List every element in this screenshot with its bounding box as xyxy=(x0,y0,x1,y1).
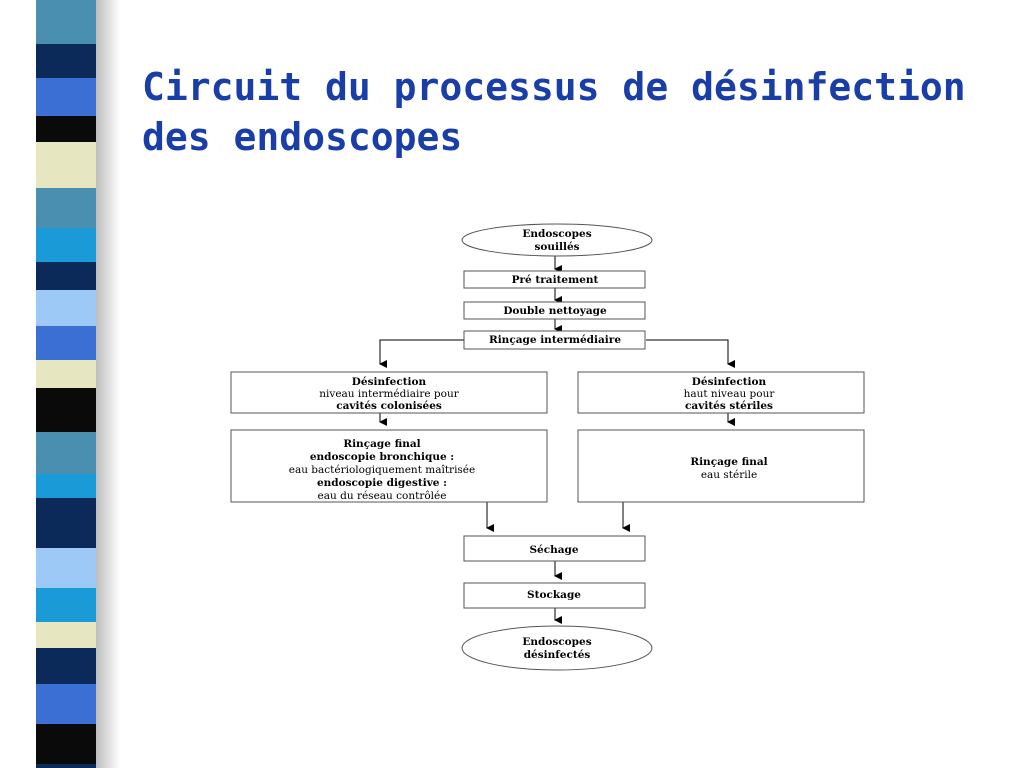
node-intermediate-rinse-label: Rinçage intermédiaire xyxy=(489,334,621,346)
stripe-segment xyxy=(36,648,96,684)
node-start-line-2: souillés xyxy=(534,241,579,253)
stripe-segment xyxy=(36,548,96,588)
node-drying: Séchage xyxy=(463,535,646,562)
node-disinfection-high-line-2: haut niveau pour xyxy=(684,388,776,400)
node-end-line-1: Endoscopes xyxy=(522,636,591,648)
stripe-segment xyxy=(36,388,96,432)
slide-title: Circuit du processus de désinfection des… xyxy=(142,62,982,162)
decorative-stripe-bar xyxy=(36,0,120,768)
node-final-rinse-right-line-1: Rinçage final xyxy=(690,456,767,468)
connectors xyxy=(379,256,735,624)
node-intermediate-rinse: Rinçage intermédiaire xyxy=(463,330,646,350)
node-final-rinse-left-line-4: endoscopie digestive : xyxy=(317,477,447,489)
stripe-segment xyxy=(36,326,96,360)
branch-left xyxy=(379,339,465,368)
stripe-segment xyxy=(36,290,96,326)
node-storage-label: Stockage xyxy=(527,589,581,601)
node-end: Endoscopes désinfectés xyxy=(461,625,653,671)
branch-right xyxy=(646,339,735,368)
node-final-rinse-left: Rinçage final endoscopie bronchique : ea… xyxy=(230,429,548,503)
stripe-segment xyxy=(36,684,96,724)
stripe-segment xyxy=(36,724,96,764)
node-storage: Stockage xyxy=(463,582,646,609)
node-start: Endoscopes souillés xyxy=(461,223,653,257)
slide-title-line-1: Circuit du processus de désinfection xyxy=(142,65,966,109)
node-disinfection-high-line-1: Désinfection xyxy=(692,376,767,388)
node-double-cleaning-label: Double nettoyage xyxy=(503,305,607,317)
stripe-segment xyxy=(36,474,96,498)
node-double-cleaning: Double nettoyage xyxy=(463,301,646,320)
stripe-segment xyxy=(36,142,96,188)
node-final-rinse-left-line-2: endoscopie bronchique : xyxy=(310,451,454,463)
node-drying-label: Séchage xyxy=(529,544,578,556)
node-pretreatment: Pré traitement xyxy=(463,270,646,289)
stripe-segment xyxy=(36,228,96,262)
stripe-segment xyxy=(36,0,96,44)
stripe-segment xyxy=(36,116,96,142)
node-final-rinse-left-line-1: Rinçage final xyxy=(343,438,420,450)
node-pretreatment-label: Pré traitement xyxy=(512,274,599,286)
node-disinfection-intermediate: Désinfection niveau intermédiaire pour c… xyxy=(230,371,548,414)
stripe-segment xyxy=(36,44,96,78)
node-disinfection-intermediate-line-2: niveau intermédiaire pour xyxy=(319,388,459,400)
stripe-segment xyxy=(36,360,96,388)
node-disinfection-high: Désinfection haut niveau pour cavités st… xyxy=(577,371,865,414)
node-disinfection-intermediate-line-3: cavités colonisées xyxy=(336,400,442,412)
stripe-segment xyxy=(36,764,96,768)
node-end-line-2: désinfectés xyxy=(524,649,591,661)
node-disinfection-intermediate-line-1: Désinfection xyxy=(352,376,427,388)
stripe-segment xyxy=(36,622,96,648)
stripe-segment xyxy=(36,498,96,548)
bar-shadow xyxy=(96,0,120,768)
node-final-rinse-right: Rinçage final eau stérile xyxy=(577,429,865,503)
stripe-segment xyxy=(36,588,96,622)
slide-title-line-2: des endoscopes xyxy=(142,115,463,159)
node-final-rinse-left-line-5: eau du réseau contrôlée xyxy=(318,490,447,502)
node-start-line-1: Endoscopes xyxy=(522,228,591,240)
node-disinfection-high-line-3: cavités stériles xyxy=(685,400,773,412)
node-final-rinse-left-line-3: eau bactériologiquement maîtrisée xyxy=(289,464,476,476)
stripe-segment xyxy=(36,78,96,116)
stripe-segment xyxy=(36,262,96,290)
stripe-segment xyxy=(36,432,96,474)
node-final-rinse-right-line-2: eau stérile xyxy=(701,469,757,481)
stripe-segment xyxy=(36,188,96,228)
